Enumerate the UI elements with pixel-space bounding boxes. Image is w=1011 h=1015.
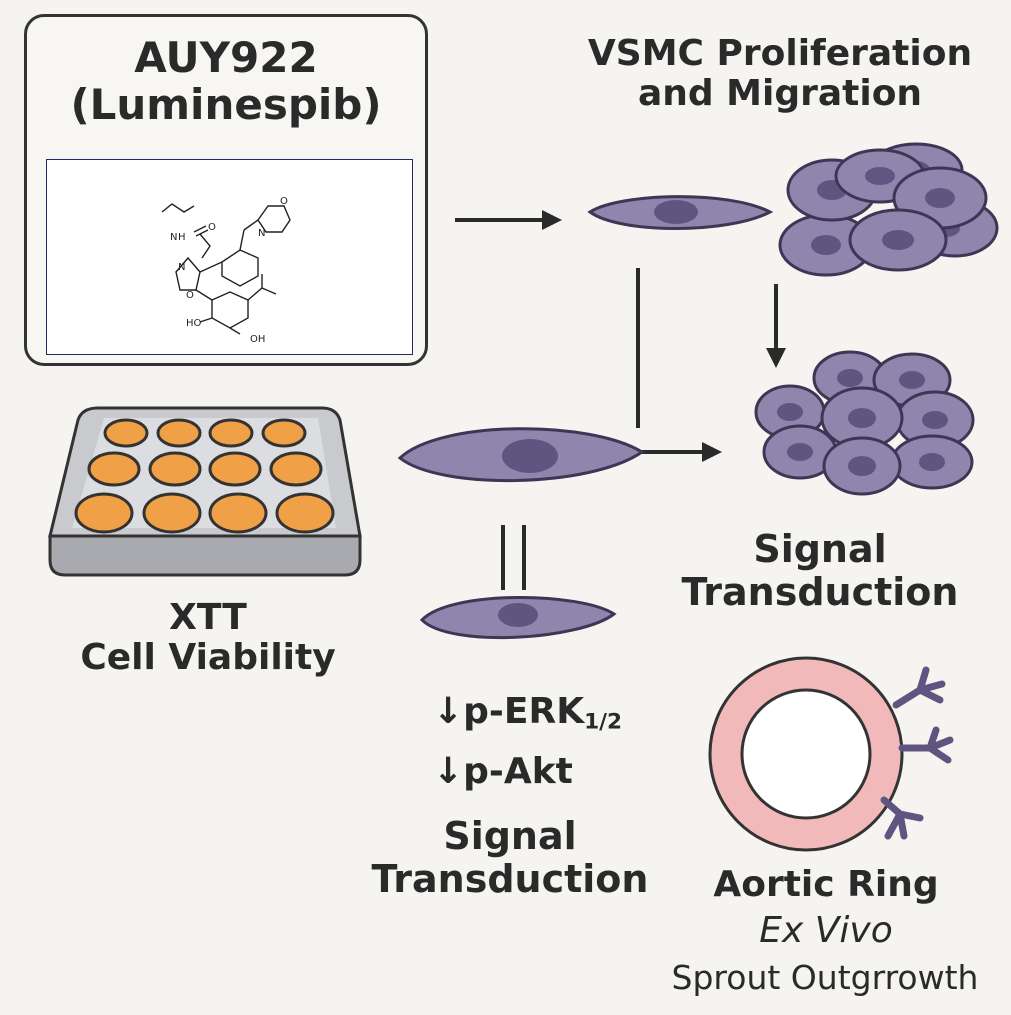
- well-r3-c2: [142, 492, 202, 534]
- aortic-ring-label: Aortic Ring: [713, 864, 939, 905]
- signal-bottom-line1: Signal: [443, 814, 577, 858]
- well-plate: [48, 406, 362, 577]
- sprouts: [880, 666, 954, 840]
- signal-transduction-right: Signal Transduction: [660, 528, 980, 613]
- atom-n-ring: N: [178, 262, 185, 273]
- atom-o1: O: [208, 222, 216, 233]
- well-r2-c4: [269, 451, 323, 487]
- well-r2-c3: [208, 451, 262, 487]
- sprout-outgrowth-label: Sprout Outgrrowth: [671, 958, 979, 997]
- well-r3-c1: [74, 492, 134, 534]
- vsmc-label: VSMC Proliferation and Migration: [560, 33, 1000, 115]
- atom-ho: HO: [186, 318, 202, 329]
- well-r3-c3: [208, 492, 268, 534]
- well-r1-c3: [208, 418, 254, 448]
- signal-transduction-bottom: Signal Transduction: [360, 815, 660, 900]
- atom-h: H: [178, 232, 186, 243]
- p-akt-label: ↓p-Akt: [433, 751, 573, 792]
- spindle-cell-bottom: [419, 595, 617, 640]
- signal-right-line2: Transduction: [681, 569, 959, 614]
- atom-nh: N: [170, 232, 177, 243]
- signal-right-line1: Signal: [753, 527, 887, 571]
- drug-alias: (Luminespib): [70, 80, 382, 130]
- well-r2-c1: [87, 451, 141, 487]
- atom-o-ring: O: [186, 290, 194, 301]
- well-r1-c1: [103, 418, 149, 448]
- atom-o-morph: O: [280, 196, 288, 207]
- well-r3-c4: [275, 492, 335, 534]
- arrows: [455, 210, 786, 590]
- p-erk-text: ↓p-ERK: [433, 691, 585, 732]
- well-r2-c2: [148, 451, 202, 487]
- xtt-label-line2: Cell Viability: [80, 637, 336, 679]
- cell-cluster-top: [778, 142, 999, 277]
- xtt-label-line1: XTT: [169, 597, 247, 638]
- p-erk-subscript: 1/2: [584, 709, 623, 735]
- xtt-label: XTT Cell Viability: [40, 597, 376, 679]
- cell-cluster-dense: [754, 350, 975, 496]
- chemical-structure: [161, 203, 291, 335]
- ex-vivo-label: Ex Vivo: [759, 910, 893, 951]
- p-erk-label: ↓p-ERK1/2: [433, 691, 693, 735]
- well-r1-c4: [261, 418, 307, 448]
- atom-n-morph: N: [258, 228, 265, 239]
- spindle-cell-top: [587, 195, 774, 230]
- drug-name: AUY922: [134, 33, 318, 82]
- signal-bottom-line2: Transduction: [371, 856, 649, 901]
- atom-oh: OH: [250, 334, 265, 345]
- aortic-ring: [708, 656, 904, 852]
- spindle-cell-middle: [397, 427, 645, 483]
- chemical-structure-atoms: N H O N O N O HO OH: [170, 196, 288, 345]
- well-r1-c2: [156, 418, 202, 448]
- vsmc-label-line1: VSMC Proliferation: [587, 33, 973, 74]
- vsmc-label-line2: and Migration: [637, 73, 923, 115]
- wells: [74, 418, 335, 534]
- drug-title: AUY922 (Luminespib): [24, 34, 428, 128]
